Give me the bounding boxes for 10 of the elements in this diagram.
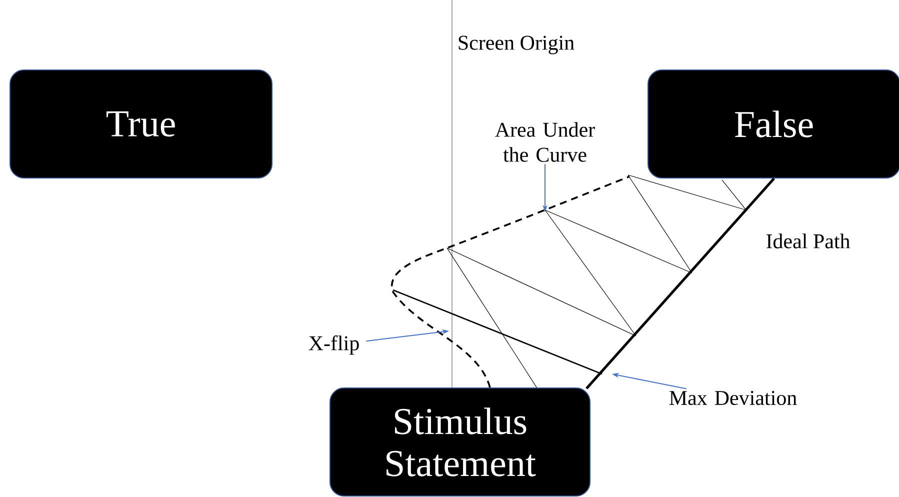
- callout-text: Area Under the Curve: [495, 122, 595, 162]
- ideal-path-line: [586, 178, 775, 390]
- edge-label: Ideal Path: [764, 232, 852, 250]
- axis-label: Screen Origin: [458, 36, 574, 54]
- callout-text: X-flip: [308, 335, 359, 355]
- response-box: True: [10, 70, 272, 178]
- callout-text: Max Deviation: [669, 390, 797, 406]
- response-box: Stimulus Statement: [330, 388, 590, 496]
- response-box: False: [648, 70, 899, 178]
- mouse-path-curve: [391, 176, 630, 388]
